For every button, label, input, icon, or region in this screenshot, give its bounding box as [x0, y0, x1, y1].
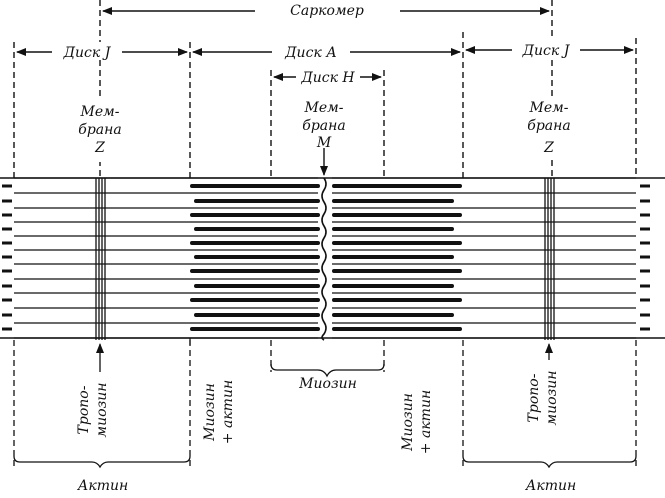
- disk-a-label: Диск А: [284, 45, 337, 61]
- tropomyosin-right-line1: Тропо-: [526, 373, 542, 422]
- myosin-label: Миозин: [298, 376, 357, 392]
- tropomyosin-left-line2: миозин: [94, 383, 110, 438]
- membrane-z-left-line3: Z: [94, 140, 105, 156]
- myosin-actin-right-line2: + актин: [418, 390, 434, 454]
- tropomyosin-left-line1: Тропо-: [76, 385, 92, 434]
- thick-filaments: [190, 184, 462, 331]
- myosin-bracket: [270, 363, 385, 378]
- myosin-actin-left-line2: + актин: [220, 380, 236, 444]
- membrane-z-left-line1: Мем-: [80, 104, 120, 120]
- dimension-lines: [13, 0, 637, 180]
- sarcomere-label: Саркомер: [290, 3, 364, 19]
- bottom-dividers: [13, 340, 637, 470]
- z-arrows: [96, 343, 553, 372]
- membrane-m-line2: брана: [302, 118, 345, 134]
- membrane-z-right-line3: Z: [543, 140, 554, 156]
- membrane-labels: Мем- брана Z Мем- брана М Мем- брана Z: [72, 96, 577, 162]
- z-membrane-right: [544, 178, 555, 340]
- membrane-z-left-line2: брана: [78, 122, 121, 138]
- membrane-m-line1: Мем-: [304, 100, 344, 116]
- myosin-actin-right-line1: Миозин: [400, 393, 416, 452]
- membrane-z-right-line1: Мем-: [529, 100, 569, 116]
- edge-marks: [2, 184, 650, 331]
- disk-i-right-label: Диск Ј: [522, 43, 571, 59]
- myosin-actin-left-line1: Миозин: [202, 383, 218, 442]
- disk-h-label: Диск Н: [300, 70, 355, 86]
- bottom-labels: Тропо- миозин Миозин + актин Миозин Миоз…: [76, 371, 576, 494]
- thin-filaments: [0, 177, 665, 339]
- actin-left-label: Актин: [77, 478, 128, 494]
- top-labels: Саркомер Диск Ј Диск А Диск Ј Диск Н: [52, 0, 580, 86]
- m-membrane: [321, 177, 327, 341]
- membrane-m-line3: М: [316, 135, 332, 151]
- disk-i-left-label: Диск Ј: [63, 45, 112, 61]
- actin-right-bracket: [462, 455, 637, 469]
- tropomyosin-right-line2: миозин: [544, 371, 560, 426]
- actin-right-label: Актин: [525, 478, 576, 494]
- z-membrane-left: [95, 178, 106, 340]
- actin-left-bracket: [13, 455, 191, 469]
- membrane-z-right-line2: брана: [527, 118, 570, 134]
